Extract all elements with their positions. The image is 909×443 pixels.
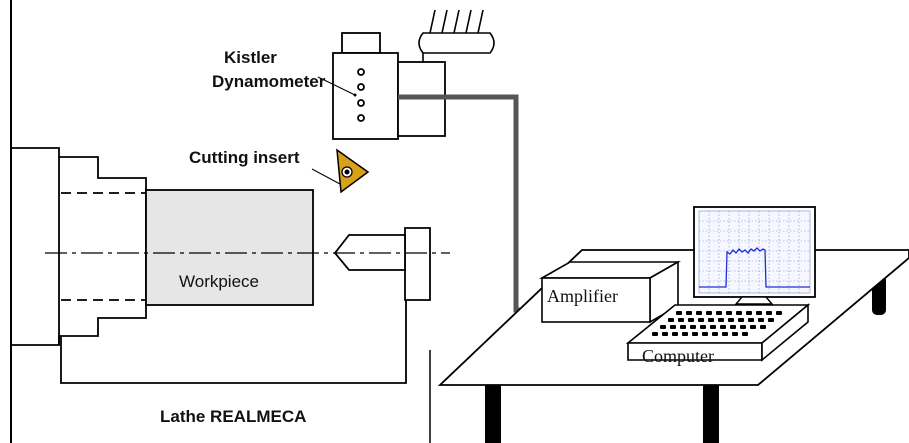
label-dynamometer-line2: Dynamometer	[212, 72, 326, 91]
lathe-bed	[60, 300, 407, 384]
insert-leader	[311, 168, 341, 185]
keyboard-keys	[652, 311, 782, 336]
workpiece	[145, 189, 314, 306]
label-cutting-insert: Cutting insert	[189, 148, 300, 167]
lathe-chuck	[11, 147, 147, 346]
computer-keyboard	[625, 303, 811, 362]
label-computer: Computer	[642, 346, 714, 366]
computer-monitor	[693, 206, 816, 305]
label-workpiece: Workpiece	[179, 272, 259, 291]
tailstock	[333, 227, 431, 301]
label-lathe: Lathe REALMECA	[160, 407, 306, 426]
monitor-grid	[699, 211, 810, 293]
dynamometer-leader	[317, 76, 356, 96]
force-signal-trace	[699, 247, 810, 288]
tool-holder	[418, 9, 495, 62]
label-dynamometer-line1: Kistler	[224, 48, 277, 67]
amplifier-box	[538, 260, 682, 324]
label-amplifier: Amplifier	[547, 286, 618, 306]
cutting-insert	[336, 148, 370, 194]
